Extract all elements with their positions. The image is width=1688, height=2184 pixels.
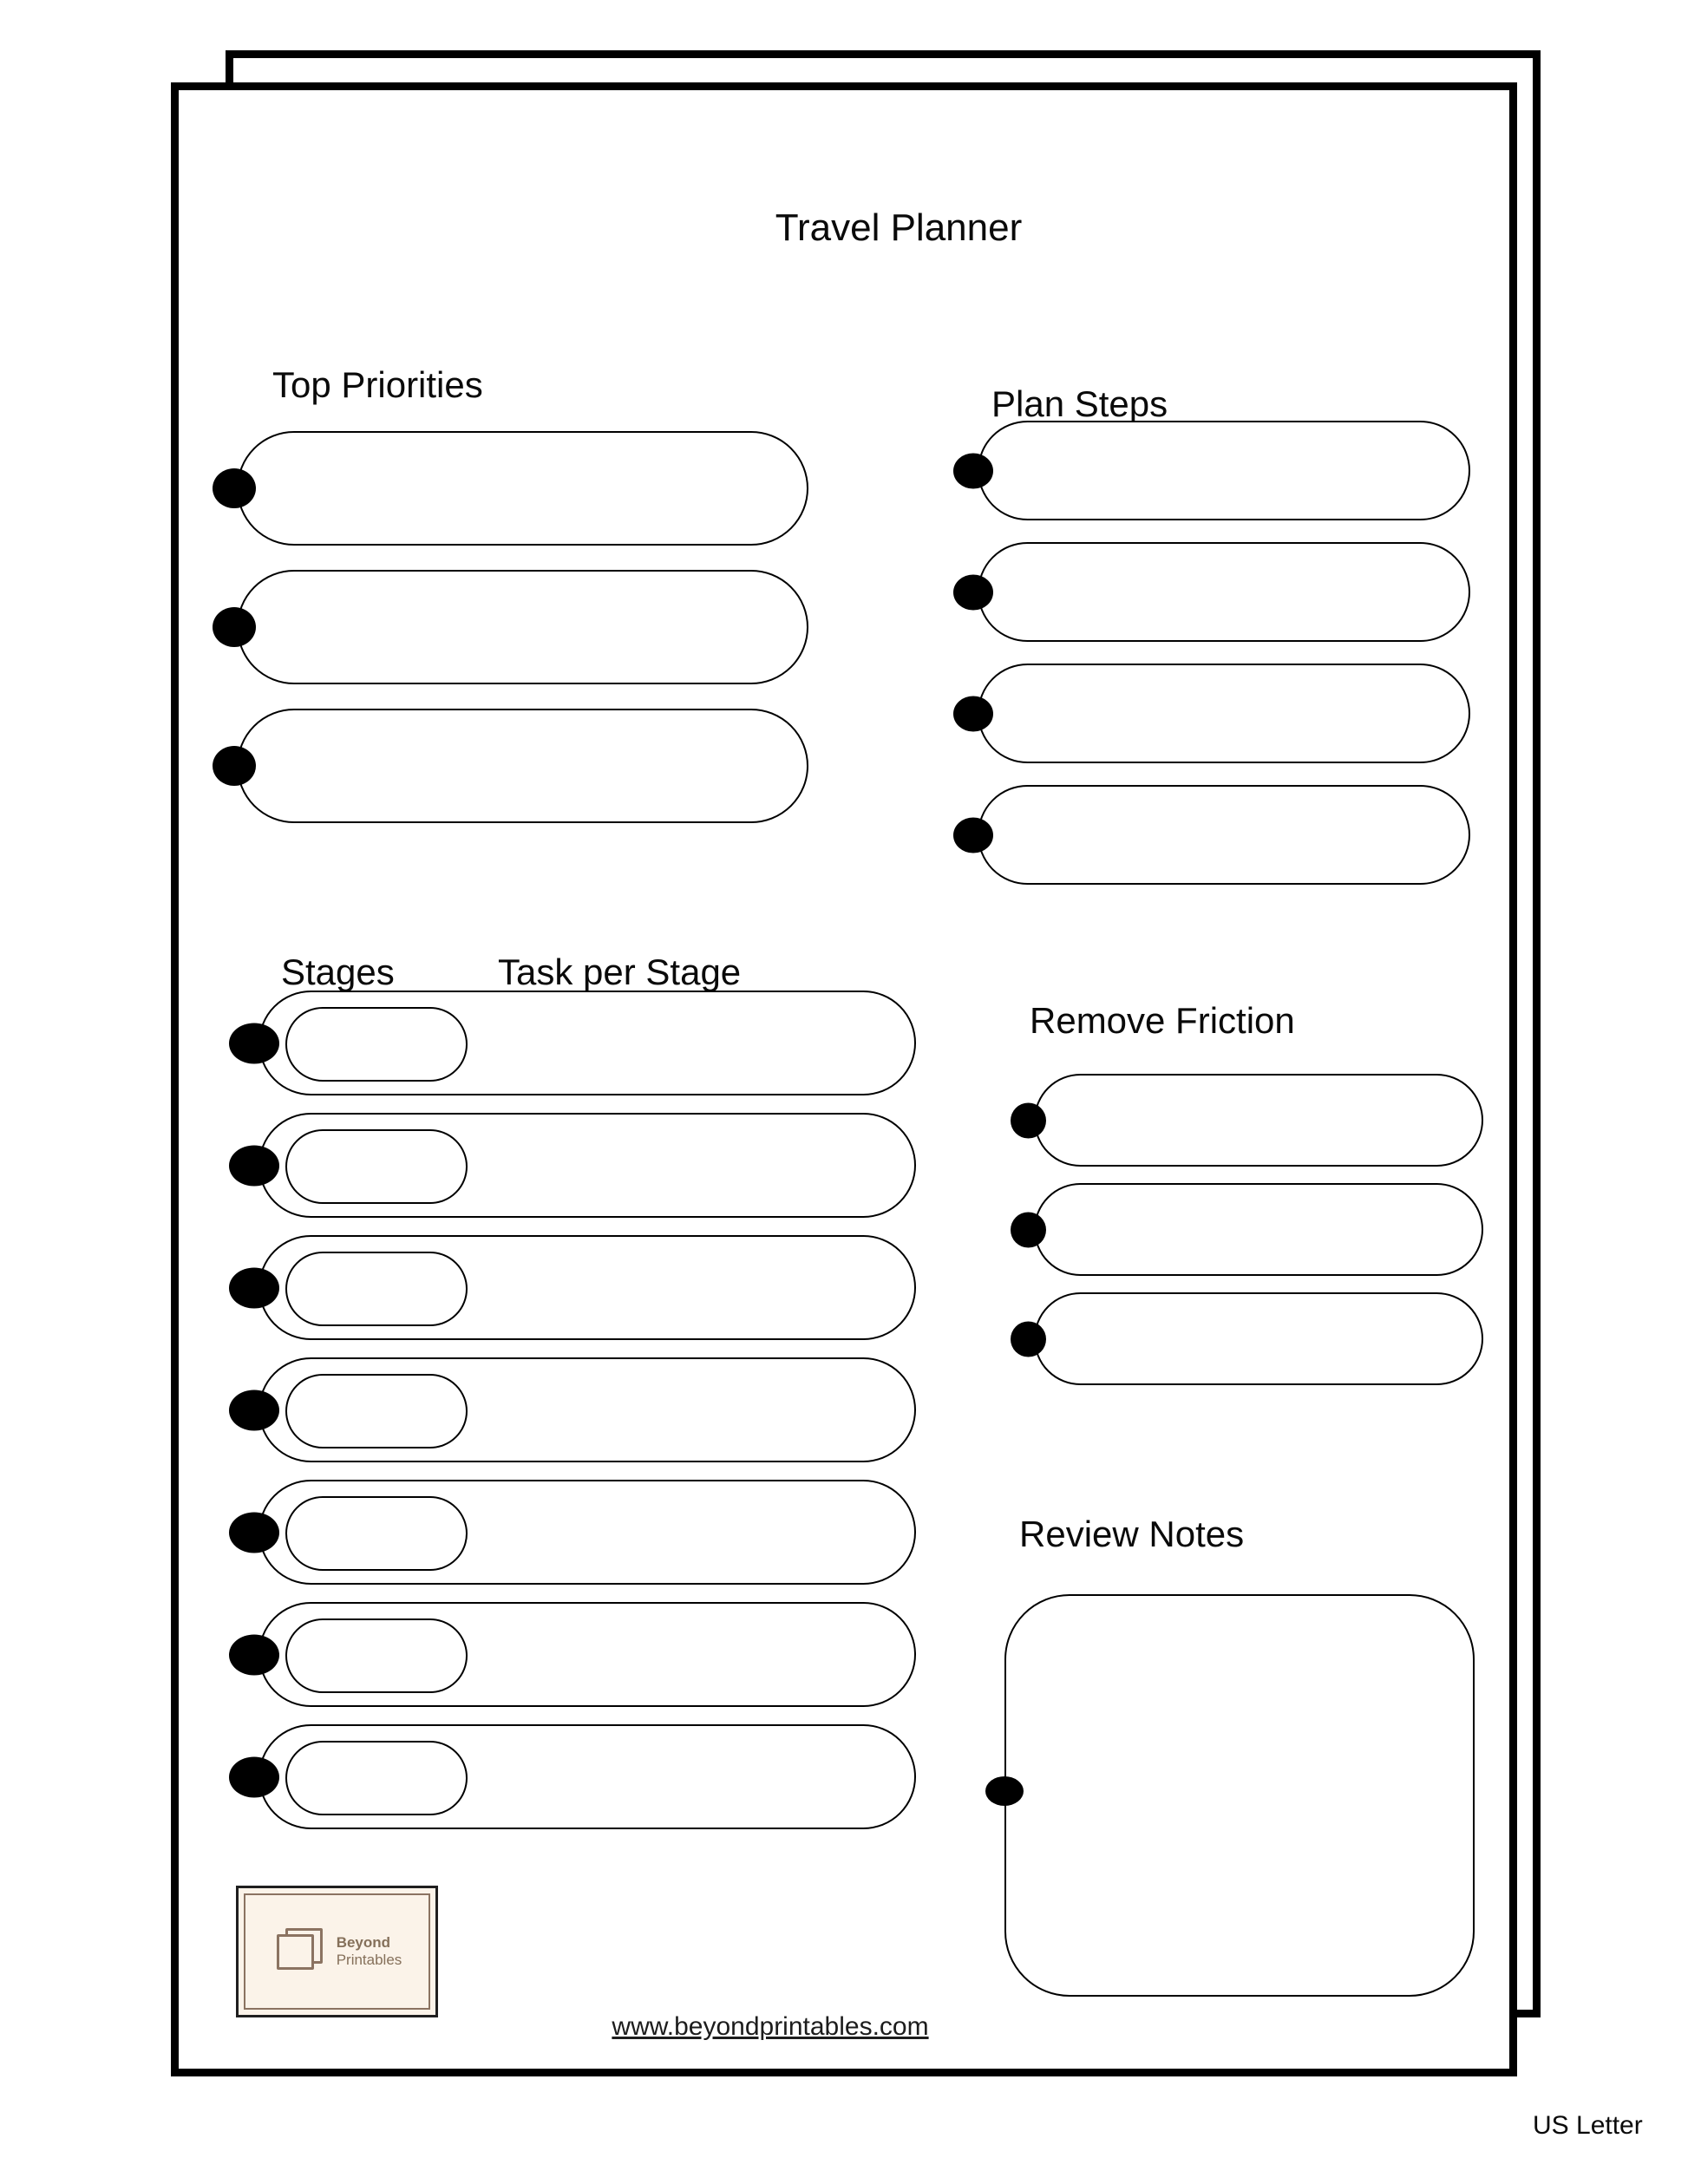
bullet-dot [229, 1023, 279, 1063]
brand-name-line1: Beyond [336, 1934, 391, 1951]
task-per-stage-field[interactable] [229, 1357, 916, 1462]
brand-name-line2: Printables [336, 1952, 402, 1968]
plan-step-field[interactable] [953, 664, 1470, 763]
task-per-stage-field[interactable] [229, 1724, 916, 1829]
section-title-plan-steps: Plan Steps [991, 383, 1168, 424]
bullet-dot [953, 817, 993, 853]
bullet-dot [1011, 1212, 1046, 1247]
friction-field[interactable] [1011, 1074, 1483, 1167]
priority-field[interactable] [213, 431, 808, 546]
page-size-label: US Letter [1533, 2111, 1643, 2140]
top-priorities-list [213, 431, 808, 823]
bullet-dot [229, 1267, 279, 1308]
plan-steps-list [953, 421, 1470, 885]
section-title-review-notes: Review Notes [1019, 1514, 1245, 1554]
friction-field[interactable] [1011, 1183, 1483, 1276]
section-title-stages: Stages [281, 951, 395, 992]
remove-friction-list [1011, 1074, 1483, 1385]
overlapping-pages-icon [272, 1927, 326, 1976]
bullet-dot [953, 696, 993, 731]
section-title-remove-friction: Remove Friction [1030, 1000, 1295, 1041]
brand-logo: Beyond Printables [236, 1886, 438, 2017]
stage-name-field[interactable] [285, 1618, 468, 1693]
bullet-dot [229, 1512, 279, 1553]
bullet-dot [953, 453, 993, 488]
bullet-dot [213, 468, 256, 508]
bullet-dot [229, 1390, 279, 1430]
task-per-stage-field[interactable] [229, 1113, 916, 1218]
page-title: Travel Planner [775, 206, 1023, 249]
website-link[interactable]: www.beyondprintables.com [612, 2012, 929, 2041]
priority-field[interactable] [213, 709, 808, 823]
bullet-dot [229, 1756, 279, 1797]
task-per-stage-field[interactable] [229, 1235, 916, 1340]
brand-name: Beyond Printables [337, 1934, 402, 1969]
stages-list [229, 991, 916, 1829]
plan-step-field[interactable] [953, 542, 1470, 642]
bullet-dot [953, 574, 993, 610]
plan-step-field[interactable] [953, 421, 1470, 520]
task-per-stage-field[interactable] [229, 991, 916, 1095]
bullet-dot [213, 746, 256, 786]
bullet-dot [985, 1776, 1024, 1806]
plan-step-field[interactable] [953, 785, 1470, 885]
section-title-top-priorities: Top Priorities [272, 364, 483, 405]
priority-field[interactable] [213, 570, 808, 684]
review-notes-field[interactable] [985, 1594, 1475, 1997]
bullet-dot [1011, 1321, 1046, 1357]
friction-field[interactable] [1011, 1292, 1483, 1385]
bullet-dot [229, 1634, 279, 1675]
stage-name-field[interactable] [285, 1496, 468, 1571]
section-title-task-per-stage: Task per Stage [498, 951, 742, 992]
stage-name-field[interactable] [285, 1007, 468, 1082]
stage-name-field[interactable] [285, 1129, 468, 1204]
stage-name-field[interactable] [285, 1374, 468, 1448]
stage-name-field[interactable] [285, 1252, 468, 1326]
bullet-dot [213, 607, 256, 647]
brand-logo-frame: Beyond Printables [244, 1893, 430, 2010]
bullet-dot [1011, 1102, 1046, 1138]
bullet-dot [229, 1145, 279, 1186]
task-per-stage-field[interactable] [229, 1480, 916, 1585]
task-per-stage-field[interactable] [229, 1602, 916, 1707]
stage-name-field[interactable] [285, 1741, 468, 1815]
